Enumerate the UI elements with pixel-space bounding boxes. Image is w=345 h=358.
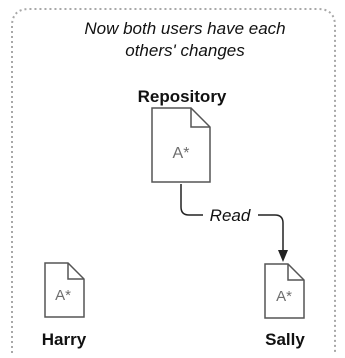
repository-document-icon: A*: [151, 107, 211, 183]
caption-line-1: Now both users have each: [84, 19, 285, 38]
read-arrowhead-icon: [278, 250, 288, 262]
read-arrow-line-left: [180, 184, 203, 216]
repository-doc-text: A*: [173, 145, 190, 162]
sally-doc-text: A*: [276, 288, 292, 305]
harry-document-icon: A*: [44, 262, 85, 318]
harry-label: Harry: [42, 330, 87, 349]
harry-doc-text: A*: [55, 287, 71, 304]
sally-document-icon: A*: [264, 263, 305, 319]
read-arrow-line-right: [258, 214, 284, 254]
caption-line-2: others' changes: [125, 41, 245, 60]
read-arrow-label: Read: [210, 206, 251, 225]
sally-label: Sally: [265, 330, 305, 349]
repository-label: Repository: [138, 87, 227, 106]
